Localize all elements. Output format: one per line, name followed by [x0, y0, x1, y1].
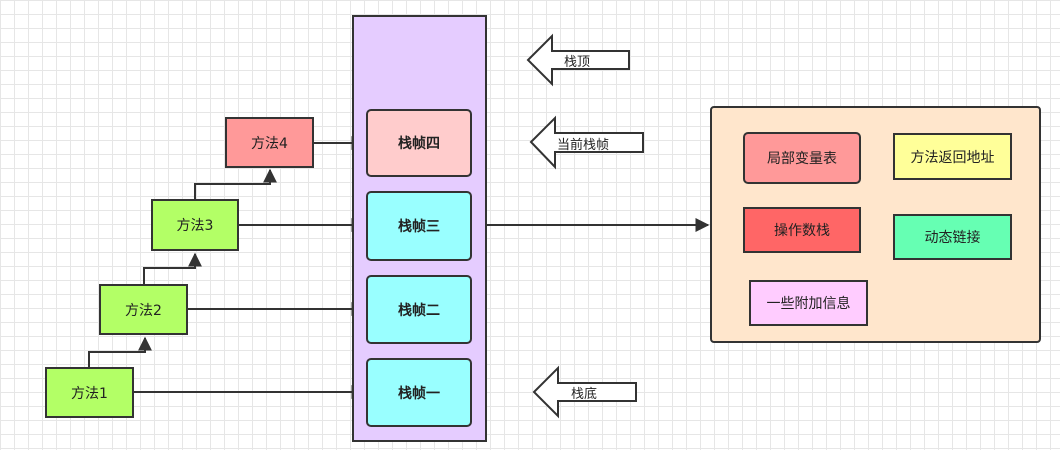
stack-top-pointer-arrow	[526, 33, 630, 87]
additional-info-label: 一些附加信息	[766, 296, 851, 312]
method-3-label: 方法3	[176, 218, 214, 234]
dynamic-linking: 动态链接	[893, 214, 1012, 260]
frame-four-label: 栈帧四	[398, 136, 440, 152]
method-1: 方法1	[45, 367, 134, 418]
method-1-label: 方法1	[71, 385, 108, 402]
additional-info: 一些附加信息	[749, 280, 868, 326]
stack-top-label: 栈顶	[564, 55, 591, 70]
frame-three: 栈帧三	[366, 191, 472, 261]
dynamic-linking-label: 动态链接	[924, 230, 981, 246]
current-frame-label: 当前栈帧	[557, 138, 610, 153]
method-4: 方法4	[225, 117, 314, 168]
method-2: 方法2	[99, 284, 188, 335]
method-2-label: 方法2	[125, 302, 162, 319]
frame-two: 栈帧二	[366, 275, 472, 344]
call-arrow-3-to-4	[194, 168, 277, 199]
current-frame-pointer-arrow	[529, 115, 644, 170]
local-variables-table: 局部变量表	[743, 132, 861, 184]
frame-three-label: 栈帧三	[398, 219, 440, 235]
local-variables-table-label: 局部变量表	[767, 151, 837, 167]
stack-bottom-label: 栈底	[571, 387, 598, 402]
return-address: 方法返回地址	[893, 133, 1012, 180]
operand-stack-label: 操作数栈	[774, 223, 830, 239]
frame-four: 栈帧四	[366, 109, 472, 177]
operand-stack: 操作数栈	[743, 207, 861, 253]
call-arrow-2-to-3	[143, 252, 202, 284]
method-4-label: 方法4	[251, 135, 288, 152]
return-address-label: 方法返回地址	[910, 149, 995, 166]
frame-two-label: 栈帧二	[398, 302, 440, 319]
frame-one: 栈帧一	[366, 358, 472, 427]
call-arrow-1-to-2	[88, 336, 152, 367]
stack-bottom-pointer-arrow	[532, 365, 637, 419]
frame-one-label: 栈帧一	[398, 385, 440, 402]
method-3: 方法3	[151, 199, 239, 251]
